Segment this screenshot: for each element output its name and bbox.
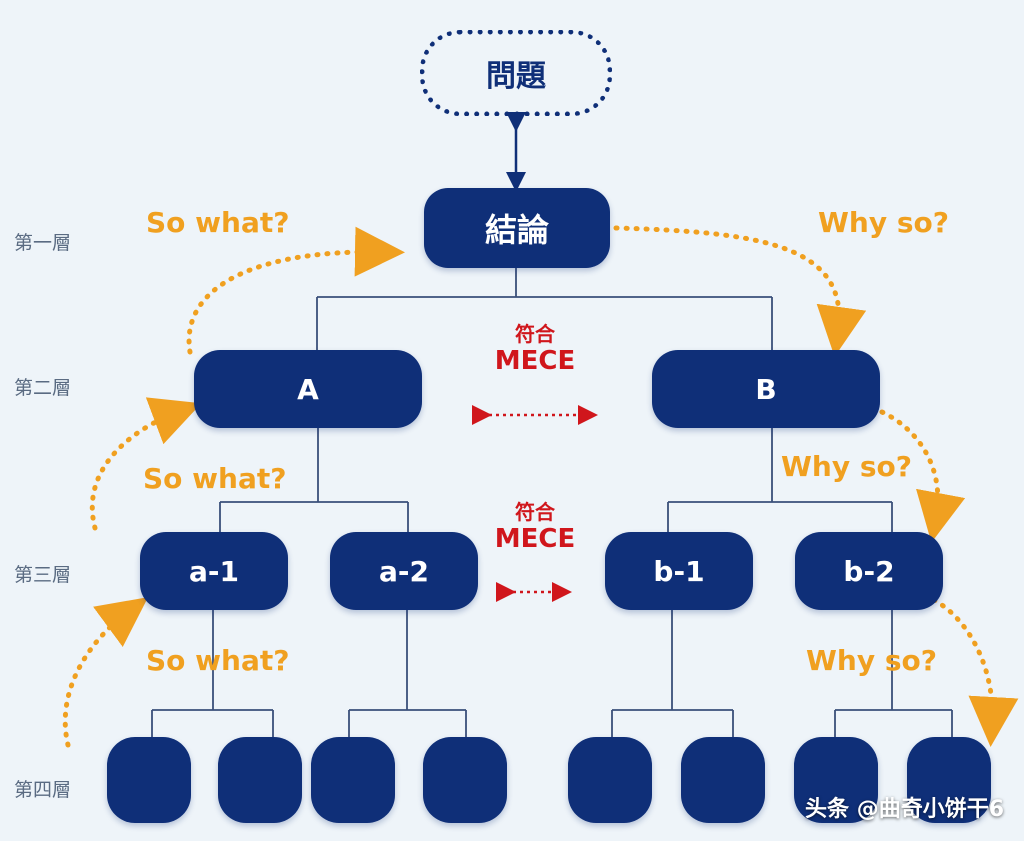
so-what-label-3: So what? [146, 644, 290, 677]
why-so-label-3: Why so? [806, 644, 937, 677]
node-a-1-label: a-1 [189, 554, 239, 588]
node-a-2: a-2 [330, 532, 478, 610]
why-so-arrow-1 [613, 225, 867, 357]
mece-en-1: MECE [494, 346, 576, 376]
why-so-label-2: Why so? [781, 450, 912, 483]
mece-cn-1: 符合 [515, 322, 555, 346]
leaf-node [107, 737, 191, 823]
leaf-node [311, 737, 395, 823]
mece-cn-2: 符合 [515, 500, 555, 524]
layer-label-1: 第一層 [14, 232, 72, 254]
node-a-2-label: a-2 [379, 554, 429, 588]
layer-label-2: 第二層 [14, 377, 72, 399]
node-b-2: b-2 [795, 532, 943, 610]
node-b-1-label: b-1 [653, 554, 705, 588]
so-what-arrow-2 [89, 397, 202, 531]
watermark: 头条 @曲奇小饼干6 [805, 797, 1004, 822]
why-so-arrow-3 [931, 597, 1019, 747]
mece-label-1: 符合 MECE [482, 322, 588, 377]
leaf-node [794, 737, 878, 823]
leaf-node [423, 737, 507, 823]
node-b-label: B [755, 372, 777, 406]
mece-label-2: 符合 MECE [482, 500, 588, 555]
so-what-label-1: So what? [146, 206, 290, 239]
node-a-1: a-1 [140, 532, 288, 610]
node-b: B [652, 350, 880, 428]
leaf-node [568, 737, 652, 823]
mece-en-2: MECE [494, 524, 576, 554]
conclusion-label: 結論 [484, 211, 549, 249]
why-so-arrow-2 [879, 409, 966, 543]
why-so-label-1: Why so? [818, 206, 949, 239]
node-b-1: b-1 [605, 532, 753, 610]
so-what-label-2: So what? [143, 462, 287, 495]
layer-label-4: 第四層 [14, 779, 72, 801]
problem-node: 問題 [420, 30, 612, 116]
tree-connectors [151, 268, 953, 737]
leaf-node [907, 737, 991, 823]
so-what-arrow-3 [62, 597, 149, 748]
conclusion-node: 結論 [424, 188, 610, 268]
leaf-node [218, 737, 302, 823]
problem-label: 問題 [486, 59, 546, 94]
node-a-label: A [297, 372, 319, 406]
layer-label-3: 第三層 [14, 564, 72, 586]
node-b-2-label: b-2 [843, 554, 895, 588]
leaf-node [681, 737, 765, 823]
so-what-arrow-1 [186, 226, 405, 355]
node-a: A [194, 350, 422, 428]
